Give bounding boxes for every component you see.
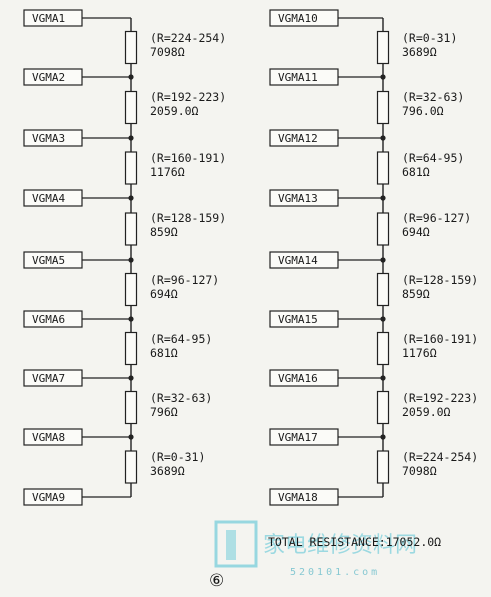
resistor-range-label: (R=128-159) xyxy=(402,273,478,287)
node-label-vgma17: VGMA17 xyxy=(278,431,318,444)
resistor-value-label: 7098Ω xyxy=(402,464,437,478)
resistor xyxy=(376,331,390,366)
resistor-range-label: (R=192-223) xyxy=(150,90,226,104)
total-resistance-label: TOTAL RESISTANCE:17052.0Ω xyxy=(268,535,441,549)
resistor-value-label: 796Ω xyxy=(150,405,178,419)
resistor-range-label: (R=224-254) xyxy=(402,450,478,464)
resistor xyxy=(376,30,390,65)
resistor xyxy=(124,331,138,366)
junction-dot xyxy=(128,257,134,263)
node-label-vgma9: VGMA9 xyxy=(32,491,65,504)
resistor xyxy=(376,90,390,125)
resistor xyxy=(124,90,138,125)
resistor-value-label: 681Ω xyxy=(402,165,430,179)
resistor xyxy=(124,212,138,246)
resistor-range-label: (R=192-223) xyxy=(402,391,478,405)
node-label-vgma5: VGMA5 xyxy=(32,254,65,267)
resistor-value-label: 7098Ω xyxy=(150,45,185,59)
resistor xyxy=(124,450,138,484)
resistor xyxy=(124,30,138,65)
junction-dot xyxy=(128,434,134,440)
node-label-vgma12: VGMA12 xyxy=(278,132,318,145)
resistor-range-label: (R=96-127) xyxy=(402,211,471,225)
resistor-range-label: (R=0-31) xyxy=(402,31,457,45)
page-number-text: ⑥ xyxy=(209,571,224,591)
node-label-vgma13: VGMA13 xyxy=(278,192,318,205)
junction-dot xyxy=(380,135,386,141)
node-label-vgma11: VGMA11 xyxy=(278,71,318,84)
right-resistor-ladder: VGMA10VGMA11VGMA12VGMA13VGMA14VGMA15VGMA… xyxy=(269,9,478,506)
resistor xyxy=(124,390,138,425)
resistor-value-label: 859Ω xyxy=(150,225,178,239)
junction-dot xyxy=(380,434,386,440)
resistor-value-label: 681Ω xyxy=(150,346,178,360)
watermark-logo: 家电维修资料网 520101.com xyxy=(214,520,417,578)
resistor xyxy=(124,151,138,185)
resistor-value-label: 1176Ω xyxy=(150,165,185,179)
watermark-logo-mark xyxy=(214,520,258,568)
junction-dot xyxy=(128,375,134,381)
resistor-range-label: (R=32-63) xyxy=(402,90,464,104)
node-label-vgma18: VGMA18 xyxy=(278,491,318,504)
resistor-range-label: (R=224-254) xyxy=(150,31,226,45)
resistor-value-label: 1176Ω xyxy=(402,346,437,360)
resistor-range-label: (R=160-191) xyxy=(402,332,478,346)
resistor xyxy=(376,151,390,185)
node-label-vgma2: VGMA2 xyxy=(32,71,65,84)
watermark-text: 家电维修资料网 xyxy=(263,533,417,558)
junction-dot xyxy=(380,195,386,201)
resistor-range-label: (R=0-31) xyxy=(150,450,205,464)
node-label-vgma3: VGMA3 xyxy=(32,132,65,145)
resistor-value-label: 796.0Ω xyxy=(402,104,444,118)
node-label-vgma6: VGMA6 xyxy=(32,313,65,326)
junction-dot xyxy=(128,135,134,141)
resistor xyxy=(376,450,390,484)
node-label-vgma16: VGMA16 xyxy=(278,372,318,385)
resistor-value-label: 694Ω xyxy=(150,287,178,301)
resistor-range-label: (R=96-127) xyxy=(150,273,219,287)
node-label-vgma10: VGMA10 xyxy=(278,12,318,25)
resistor xyxy=(376,390,390,425)
resistor-value-label: 3689Ω xyxy=(150,464,185,478)
watermark-url: 520101.com xyxy=(290,567,380,578)
node-label-vgma15: VGMA15 xyxy=(278,313,318,326)
junction-dot xyxy=(128,74,134,80)
node-label-vgma4: VGMA4 xyxy=(32,192,65,205)
resistor-value-label: 859Ω xyxy=(402,287,430,301)
left-resistor-ladder: VGMA1VGMA2VGMA3VGMA4VGMA5VGMA6VGMA7VGMA8… xyxy=(23,9,226,506)
junction-dot xyxy=(380,74,386,80)
node-label-vgma14: VGMA14 xyxy=(278,254,318,267)
page-number: ⑥ xyxy=(209,571,224,591)
resistor-range-label: (R=64-95) xyxy=(402,151,464,165)
junction-dot xyxy=(380,316,386,322)
resistor xyxy=(124,272,138,307)
resistor-value-label: 3689Ω xyxy=(402,45,437,59)
junction-dot xyxy=(380,375,386,381)
node-label-vgma7: VGMA7 xyxy=(32,372,65,385)
resistor-value-label: 2059.0Ω xyxy=(402,405,451,419)
resistor xyxy=(376,272,390,307)
junction-dot xyxy=(128,316,134,322)
node-label-vgma8: VGMA8 xyxy=(32,431,65,444)
resistor-range-label: (R=64-95) xyxy=(150,332,212,346)
resistor-value-label: 694Ω xyxy=(402,225,430,239)
resistor-range-label: (R=32-63) xyxy=(150,391,212,405)
junction-dot xyxy=(380,257,386,263)
resistor-range-label: (R=160-191) xyxy=(150,151,226,165)
resistor xyxy=(376,212,390,246)
resistor-range-label: (R=128-159) xyxy=(150,211,226,225)
junction-dot xyxy=(128,195,134,201)
node-label-vgma1: VGMA1 xyxy=(32,12,65,25)
resistor-value-label: 2059.0Ω xyxy=(150,104,199,118)
